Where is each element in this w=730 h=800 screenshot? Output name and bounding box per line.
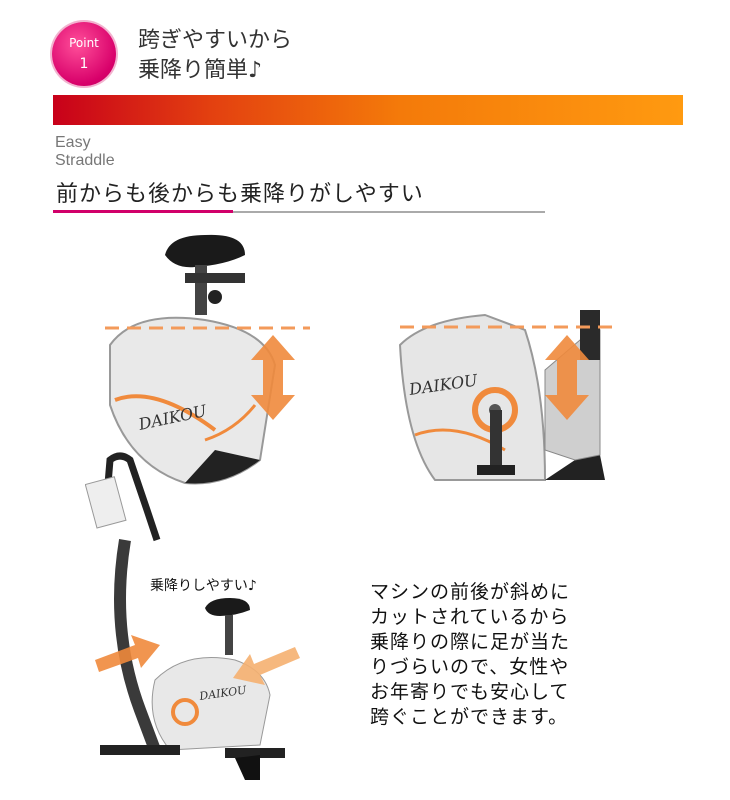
body-shell-full [151, 657, 271, 751]
description-line: りづらいので、女性や [370, 656, 570, 678]
front-shell [398, 313, 547, 481]
description-line: お年寄りでも安心して [370, 681, 570, 703]
base-foot [235, 755, 260, 780]
point-badge: Point 1 [52, 22, 116, 86]
base-rear [225, 748, 285, 758]
bike-front-view-image: DAIKOU [398, 310, 615, 481]
headline: 跨ぎやすいから 乗降り簡単♪ [138, 26, 292, 86]
point-word: Point [69, 36, 99, 50]
seat-knob [208, 290, 222, 304]
swoosh-1 [114, 394, 217, 432]
seat-post [195, 265, 207, 315]
base-front [100, 745, 180, 755]
seat-shape [165, 234, 245, 268]
entry-arrow-rear [233, 647, 300, 685]
seat-post-full [225, 615, 233, 655]
description-line: カットされているから [370, 606, 570, 628]
point-number: 1 [79, 56, 89, 72]
crank-full [171, 698, 199, 726]
rear-shell-shade [185, 450, 260, 484]
pedal-housing [435, 455, 605, 480]
handlebar [101, 452, 161, 542]
description-line: マシンの前後が斜めに [370, 581, 571, 603]
section-label-line-2: Straddle [55, 152, 115, 169]
description: マシンの前後が斜めに カットされているから 乗降りの際に足が当た りづらいので、… [370, 580, 570, 730]
description-line: 跨ぐことができます。 [370, 706, 569, 728]
section-underline-accent [53, 210, 233, 213]
console-display [580, 310, 600, 360]
console-panel [85, 476, 127, 529]
description-line: 乗降りの際に足が当た [370, 631, 571, 653]
up-down-arrow [251, 335, 295, 420]
seat-slider [185, 273, 245, 283]
pedal [477, 465, 515, 475]
bike-full-view-image: DAIKOU [85, 452, 300, 780]
swoosh-2 [204, 404, 257, 442]
headline-line-2: 乗降り簡単♪ [138, 58, 263, 83]
entry-arrow-front [95, 635, 160, 672]
headline-line-1: 跨ぎやすいから [138, 28, 293, 53]
main-frame [114, 539, 161, 753]
section-underline [233, 211, 545, 213]
pedal-arm [490, 410, 502, 475]
bike-rear-view-image: DAIKOU [105, 234, 310, 485]
section-title: 前からも後からも乗降りがしやすい [56, 182, 424, 207]
seat-full [205, 598, 250, 616]
header-gradient-bar [53, 95, 683, 125]
section-label: Easy Straddle [55, 134, 115, 170]
up-down-arrow-front [545, 335, 589, 420]
callout-label: 乗降りしやすい♪ [150, 578, 257, 594]
section-label-line-1: Easy [55, 134, 91, 151]
